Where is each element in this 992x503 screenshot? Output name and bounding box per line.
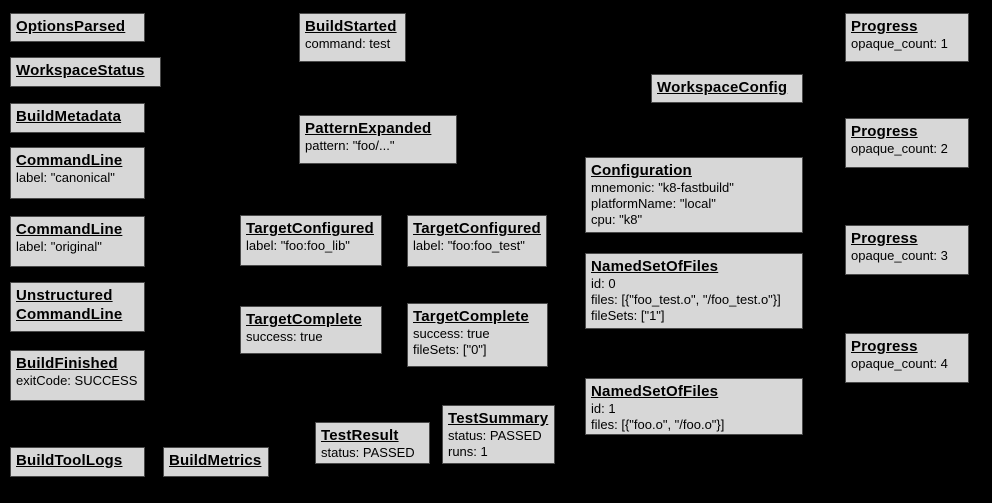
node-build-tool-logs: BuildToolLogs [10, 447, 145, 477]
node-detail-line: platformName: "local" [591, 196, 716, 211]
node-detail-line: label: "original" [16, 239, 102, 254]
node-title: TargetComplete [246, 311, 362, 328]
node-detail-line: command: test [305, 36, 391, 51]
node-title: Unstructured CommandLine [16, 287, 123, 323]
node-detail-line: success: true [246, 329, 323, 344]
node-detail-line: files: [{"foo_test.o", "/foo_test.o"}] [591, 292, 781, 307]
node-title: TargetConfigured [413, 220, 541, 237]
node-title: CommandLine [16, 152, 123, 169]
node-detail-line: opaque_count: 1 [851, 36, 948, 51]
node-title: TestResult [321, 427, 399, 444]
node-detail-line: opaque_count: 3 [851, 248, 948, 263]
node-title: TestSummary [448, 410, 549, 427]
node-detail-line: label: "foo:foo_lib" [246, 238, 350, 253]
node-build-metadata: BuildMetadata [10, 103, 145, 133]
node-detail-line: mnemonic: "k8-fastbuild" [591, 180, 734, 195]
node-detail-line: cpu: "k8" [591, 212, 643, 227]
node-title: WorkspaceConfig [657, 79, 788, 96]
node-detail-line: status: PASSED [321, 445, 415, 460]
node-detail-line: label: "canonical" [16, 170, 115, 185]
node-title: BuildStarted [305, 18, 397, 35]
node-detail-line: label: "foo:foo_test" [413, 238, 525, 253]
node-title: BuildToolLogs [16, 452, 123, 469]
node-detail-line: pattern: "foo/..." [305, 138, 395, 153]
node-detail-line: status: PASSED [448, 428, 542, 443]
node-detail-line: success: true [413, 326, 490, 341]
node-detail-line: fileSets: ["0"] [413, 342, 487, 357]
node-unstructured-command-line: Unstructured CommandLine [10, 282, 145, 332]
node-title: BuildMetrics [169, 452, 262, 469]
node-title: BuildMetadata [16, 108, 122, 125]
node-detail-line: id: 0 [591, 276, 616, 291]
node-detail-line: runs: 1 [448, 444, 488, 459]
node-title: Progress [851, 230, 918, 247]
node-title: Progress [851, 123, 918, 140]
node-title: NamedSetOfFiles [591, 258, 719, 275]
node-title: Progress [851, 18, 918, 35]
node-title: TargetConfigured [246, 220, 374, 237]
node-detail-line: exitCode: SUCCESS [16, 373, 138, 388]
node-title: BuildFinished [16, 355, 118, 372]
node-detail-line: files: [{"foo.o", "/foo.o"}] [591, 417, 725, 432]
node-detail-line: opaque_count: 2 [851, 141, 948, 156]
node-detail-line: fileSets: ["1"] [591, 308, 665, 323]
node-detail-line: opaque_count: 4 [851, 356, 948, 371]
node-build-metrics: BuildMetrics [163, 447, 269, 477]
node-workspace-status: WorkspaceStatus [10, 57, 161, 87]
node-title: TargetComplete [413, 308, 529, 325]
node-workspace-config: WorkspaceConfig [651, 74, 803, 103]
node-title: Progress [851, 338, 918, 355]
node-title: NamedSetOfFiles [591, 383, 719, 400]
node-title: WorkspaceStatus [16, 62, 145, 79]
node-title: PatternExpanded [305, 120, 432, 137]
node-detail-line: id: 1 [591, 401, 616, 416]
node-title: OptionsParsed [16, 18, 126, 35]
node-title: CommandLine [16, 221, 123, 238]
node-options-parsed: OptionsParsed [10, 13, 145, 42]
node-title: Configuration [591, 162, 692, 179]
